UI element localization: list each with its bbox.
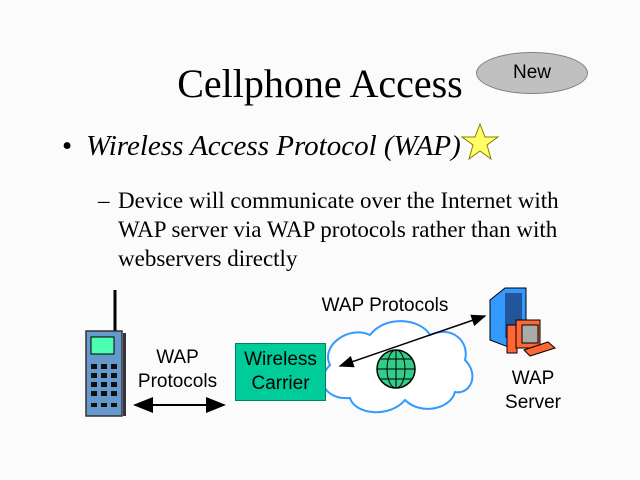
new-badge: New (476, 52, 588, 94)
diagram (85, 287, 557, 417)
cellphone-icon (85, 290, 126, 417)
carrier-line1: Wireless (244, 349, 317, 370)
server-line1: WAP (511, 368, 555, 389)
bullet-text: Wireless Access Protocol (WAP) (86, 130, 461, 162)
slide-title: Cellphone Access (177, 61, 463, 106)
bullet-item: • Wireless Access Protocol (WAP) (62, 130, 461, 163)
top-protocols-label: WAP Protocols (321, 295, 449, 316)
left-protocols-line2: Protocols (137, 371, 218, 392)
sub-bullet: –Device will communicate over the Intern… (98, 186, 568, 273)
carrier-line2: Carrier (251, 373, 310, 394)
server-label: WAP Server (493, 367, 573, 415)
globe-icon (376, 349, 416, 389)
top-arrow (338, 314, 487, 368)
bullet-marker: • (62, 130, 73, 162)
left-protocols-line1: WAP (156, 347, 199, 368)
sub-marker: – (98, 188, 110, 213)
star-icon (460, 122, 500, 161)
sub-text: Device will communicate over the Interne… (118, 188, 559, 271)
wireless-carrier-box: Wireless Carrier (235, 343, 326, 401)
server-icon (489, 287, 557, 357)
server-line2: Server (505, 392, 561, 413)
left-protocols-label: WAP Protocols (130, 346, 225, 394)
